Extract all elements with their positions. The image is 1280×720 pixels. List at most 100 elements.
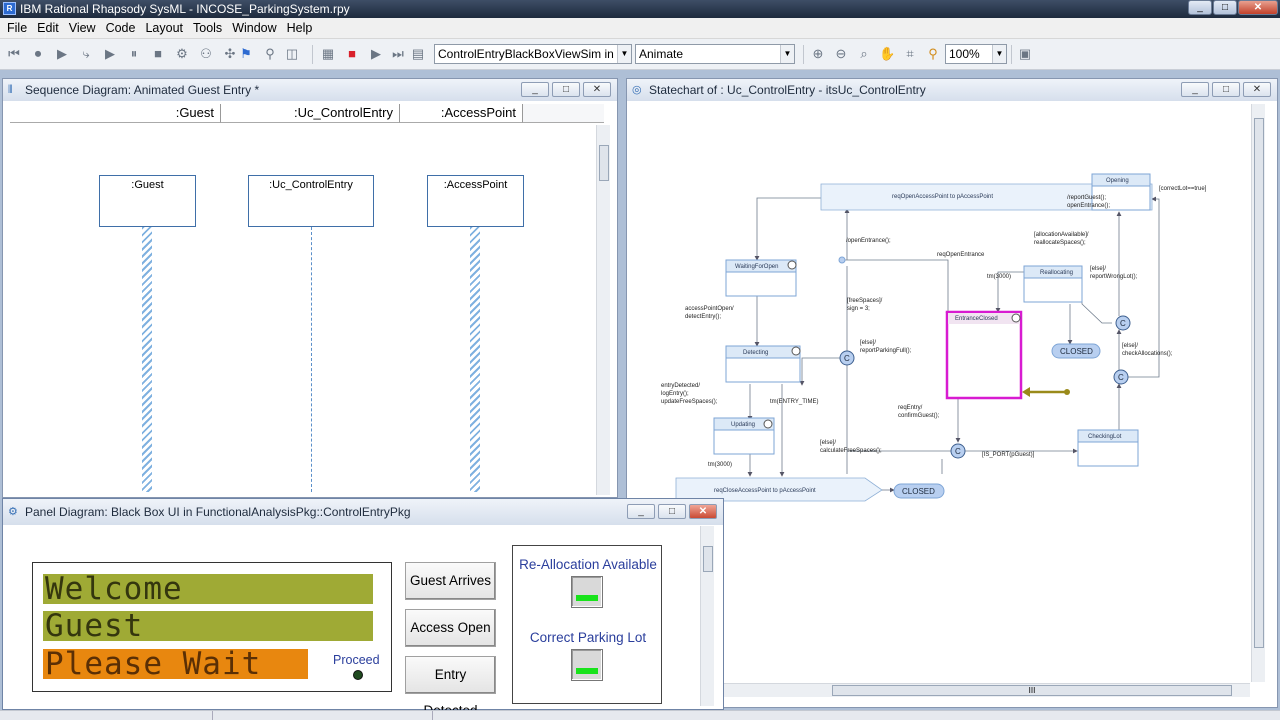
- lcd-line-please-wait: Please Wait: [43, 649, 308, 679]
- lifeline-uc-control-entry[interactable]: :Uc_ControlEntry: [248, 175, 374, 227]
- event-generator-icon[interactable]: ⚇: [198, 46, 214, 62]
- scrollbar-thumb[interactable]: [599, 145, 609, 181]
- scrollbar-thumb[interactable]: [703, 546, 713, 572]
- correct-lot-label: Correct Parking Lot: [513, 630, 663, 645]
- chevron-down-icon: ▼: [780, 45, 794, 63]
- transition-line[interactable]: [802, 358, 842, 385]
- sim-run-icon[interactable]: ▶: [368, 46, 384, 62]
- menu-window[interactable]: Window: [229, 21, 283, 35]
- menu-tools[interactable]: Tools: [190, 21, 229, 35]
- event-queue-icon[interactable]: ◫: [284, 46, 300, 62]
- sim-grid-icon[interactable]: ▦: [320, 46, 336, 62]
- connector-c-3[interactable]: C: [1114, 370, 1128, 384]
- threads-icon[interactable]: ✣: [222, 46, 238, 62]
- zoom-out-icon[interactable]: ⊖: [833, 46, 849, 62]
- state-updating[interactable]: Updating: [714, 418, 774, 454]
- maximize-button[interactable]: □: [1213, 0, 1237, 15]
- state-reallocating[interactable]: Reallocating: [1024, 266, 1082, 302]
- lifeline-header-uc-control-entry: :Uc_ControlEntry: [221, 104, 400, 123]
- restore-button[interactable]: □: [658, 504, 686, 519]
- play-icon[interactable]: ▶: [54, 46, 70, 62]
- mode-select[interactable]: Animate ▼: [635, 44, 795, 64]
- sequence-vertical-scrollbar[interactable]: [596, 125, 610, 495]
- zoom-fit-icon[interactable]: ⌕: [856, 46, 872, 62]
- stop-icon[interactable]: ■: [150, 46, 166, 62]
- else-parking-guard: [else]/: [860, 340, 876, 346]
- zoom-select[interactable]: 100% ▼: [945, 44, 1007, 64]
- restore-button[interactable]: □: [552, 82, 580, 97]
- lifeline-access-point[interactable]: :AccessPoint: [427, 175, 524, 227]
- transition-line[interactable]: [1082, 289, 1112, 323]
- menu-layout[interactable]: Layout: [142, 21, 190, 35]
- command-prompt-icon[interactable]: ⚙: [174, 46, 190, 62]
- minimize-button[interactable]: _: [1181, 82, 1209, 97]
- close-button[interactable]: ✕: [1238, 0, 1278, 15]
- configuration-select[interactable]: ControlEntryBlackBoxViewSim in Cont ▼: [434, 44, 632, 64]
- menu-file[interactable]: File: [4, 21, 34, 35]
- restore-button[interactable]: □: [1212, 82, 1240, 97]
- minimize-button[interactable]: _: [521, 82, 549, 97]
- lifeline-uc-control-entry-line: [311, 227, 312, 492]
- access-open-button[interactable]: Access Open: [405, 609, 496, 647]
- state-entrance-closed[interactable]: EntranceClosed: [947, 312, 1021, 398]
- statechart-window-controls: _ □ ✕: [1181, 82, 1271, 97]
- toolbar-separator: [1011, 45, 1012, 64]
- state-checking-lot[interactable]: CheckingLot: [1078, 430, 1138, 466]
- go-step-icon[interactable]: ⏮: [6, 46, 22, 62]
- zoom-magnifier-icon[interactable]: ⚲: [925, 46, 941, 62]
- panel-vertical-scrollbar[interactable]: [700, 526, 714, 706]
- lifeline-guest[interactable]: :Guest: [99, 175, 196, 227]
- connector-c-2[interactable]: C: [840, 351, 854, 365]
- state-waiting-for-open[interactable]: WaitingForOpen: [726, 260, 796, 296]
- close-button[interactable]: ✕: [1243, 82, 1271, 97]
- statechart-window-title: Statechart of : Uc_ControlEntry - itsUc_…: [649, 83, 926, 97]
- zoom-region-icon[interactable]: ⌗: [902, 46, 918, 62]
- go-idle-icon[interactable]: ▶: [102, 46, 118, 62]
- guest-arrives-button[interactable]: Guest Arrives: [405, 562, 496, 600]
- send-action-close-label: reqCloseAccessPoint to pAccessPoint: [714, 488, 816, 494]
- menu-edit[interactable]: Edit: [34, 21, 66, 35]
- scrollbar-thumb[interactable]: [1254, 118, 1264, 648]
- zoom-in-icon[interactable]: ⊕: [810, 46, 826, 62]
- sim-stop-icon[interactable]: ■: [344, 46, 360, 62]
- connector-c-4[interactable]: C: [951, 444, 965, 458]
- else-check-guard: [else]/: [1122, 343, 1138, 349]
- lcd-display: Welcome Guest Please Wait Proceed: [32, 562, 392, 692]
- else-wrong-1: [else]/: [1090, 266, 1106, 272]
- app-title: IBM Rational Rhapsody SysML - INCOSE_Par…: [20, 2, 350, 16]
- else-calc-guard: [else]/: [820, 440, 836, 446]
- chevron-down-icon: ▼: [617, 45, 631, 63]
- state-reallocating-label: Reallocating: [1040, 270, 1073, 276]
- layout-icon[interactable]: ▣: [1017, 46, 1033, 62]
- substate-icon: [1012, 314, 1020, 322]
- configuration-value: ControlEntryBlackBoxViewSim in Cont: [438, 47, 632, 61]
- scrollbar-thumb[interactable]: III: [832, 685, 1232, 696]
- statechart-vertical-scrollbar[interactable]: [1251, 104, 1265, 682]
- breakpoint-icon[interactable]: ⚑: [238, 46, 254, 62]
- correct-lot-guard: [correctLot==true]: [1159, 186, 1207, 192]
- minimize-button[interactable]: _: [1188, 0, 1212, 15]
- close-button[interactable]: ✕: [583, 82, 611, 97]
- connector-c-1[interactable]: C: [1116, 316, 1130, 330]
- state-closed-2[interactable]: CLOSED: [894, 484, 944, 498]
- pause-icon[interactable]: ⏸: [126, 46, 142, 62]
- pan-hand-icon[interactable]: ✋: [879, 46, 895, 62]
- state-waiting-label: WaitingForOpen: [735, 264, 778, 270]
- go-event-icon[interactable]: ⤷: [78, 46, 94, 62]
- call-stack-icon[interactable]: ⚲: [262, 46, 278, 62]
- open-entrance-action: /openEntrance();: [846, 238, 891, 244]
- close-button[interactable]: ✕: [689, 504, 717, 519]
- menu-code[interactable]: Code: [103, 21, 143, 35]
- statechart-horizontal-scrollbar[interactable]: III: [632, 683, 1250, 697]
- go-icon[interactable]: ⏺: [30, 46, 46, 62]
- minimize-button[interactable]: _: [627, 504, 655, 519]
- transition-line[interactable]: [757, 198, 822, 260]
- sim-step-icon[interactable]: ⏭: [390, 46, 406, 62]
- entry-detected-button[interactable]: Entry Detected: [405, 656, 496, 694]
- menu-view[interactable]: View: [66, 21, 103, 35]
- state-closed-1[interactable]: CLOSED: [1052, 344, 1100, 358]
- state-detecting[interactable]: Detecting: [726, 346, 800, 382]
- menu-help[interactable]: Help: [284, 21, 320, 35]
- app-title-bar: R IBM Rational Rhapsody SysML - INCOSE_P…: [0, 0, 1280, 18]
- sim-panel-icon[interactable]: ▤: [410, 46, 426, 62]
